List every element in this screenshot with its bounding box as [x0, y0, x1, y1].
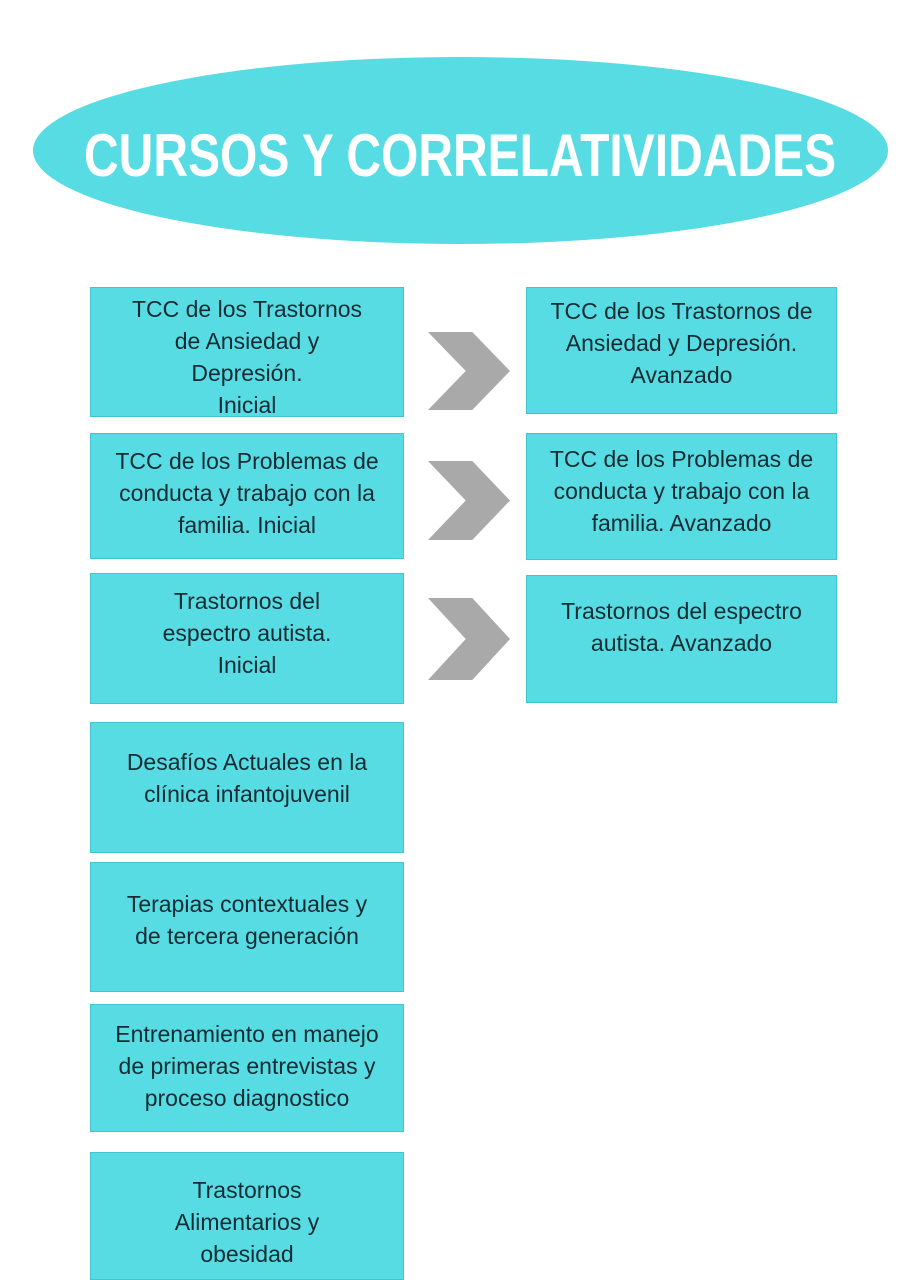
page-title: CURSOS Y CORRELATIVIDADES	[84, 122, 837, 189]
chevron-right-icon	[428, 332, 510, 410]
course-box-desafios-actuales: Desafíos Actuales en la clínica infantoj…	[90, 722, 404, 853]
title-ellipse: CURSOS Y CORRELATIVIDADES	[33, 57, 888, 244]
course-box-tcc-ansiedad-avanzado: TCC de los Trastornos de Ansiedad y Depr…	[526, 287, 837, 414]
course-box-entrenamiento-entrevistas: Entrenamiento en manejo de primeras entr…	[90, 1004, 404, 1132]
chevron-right-icon	[428, 461, 510, 540]
course-box-trastornos-alimentarios: Trastornos Alimentarios y obesidad	[90, 1152, 404, 1280]
course-box-tcc-ansiedad-inicial: TCC de los Trastornos de Ansiedad y Depr…	[90, 287, 404, 418]
course-box-terapias-contextuales: Terapias contextuales y de tercera gener…	[90, 862, 404, 992]
course-box-espectro-autista-inicial: Trastornos del espectro autista. Inicial	[90, 573, 404, 704]
course-box-tcc-conducta-inicial: TCC de los Problemas de conducta y traba…	[90, 433, 404, 559]
course-box-tcc-conducta-avanzado: TCC de los Problemas de conducta y traba…	[526, 433, 837, 560]
course-box-espectro-autista-avanzado: Trastornos del espectro autista. Avanzad…	[526, 575, 837, 703]
chevron-right-icon	[428, 598, 510, 680]
